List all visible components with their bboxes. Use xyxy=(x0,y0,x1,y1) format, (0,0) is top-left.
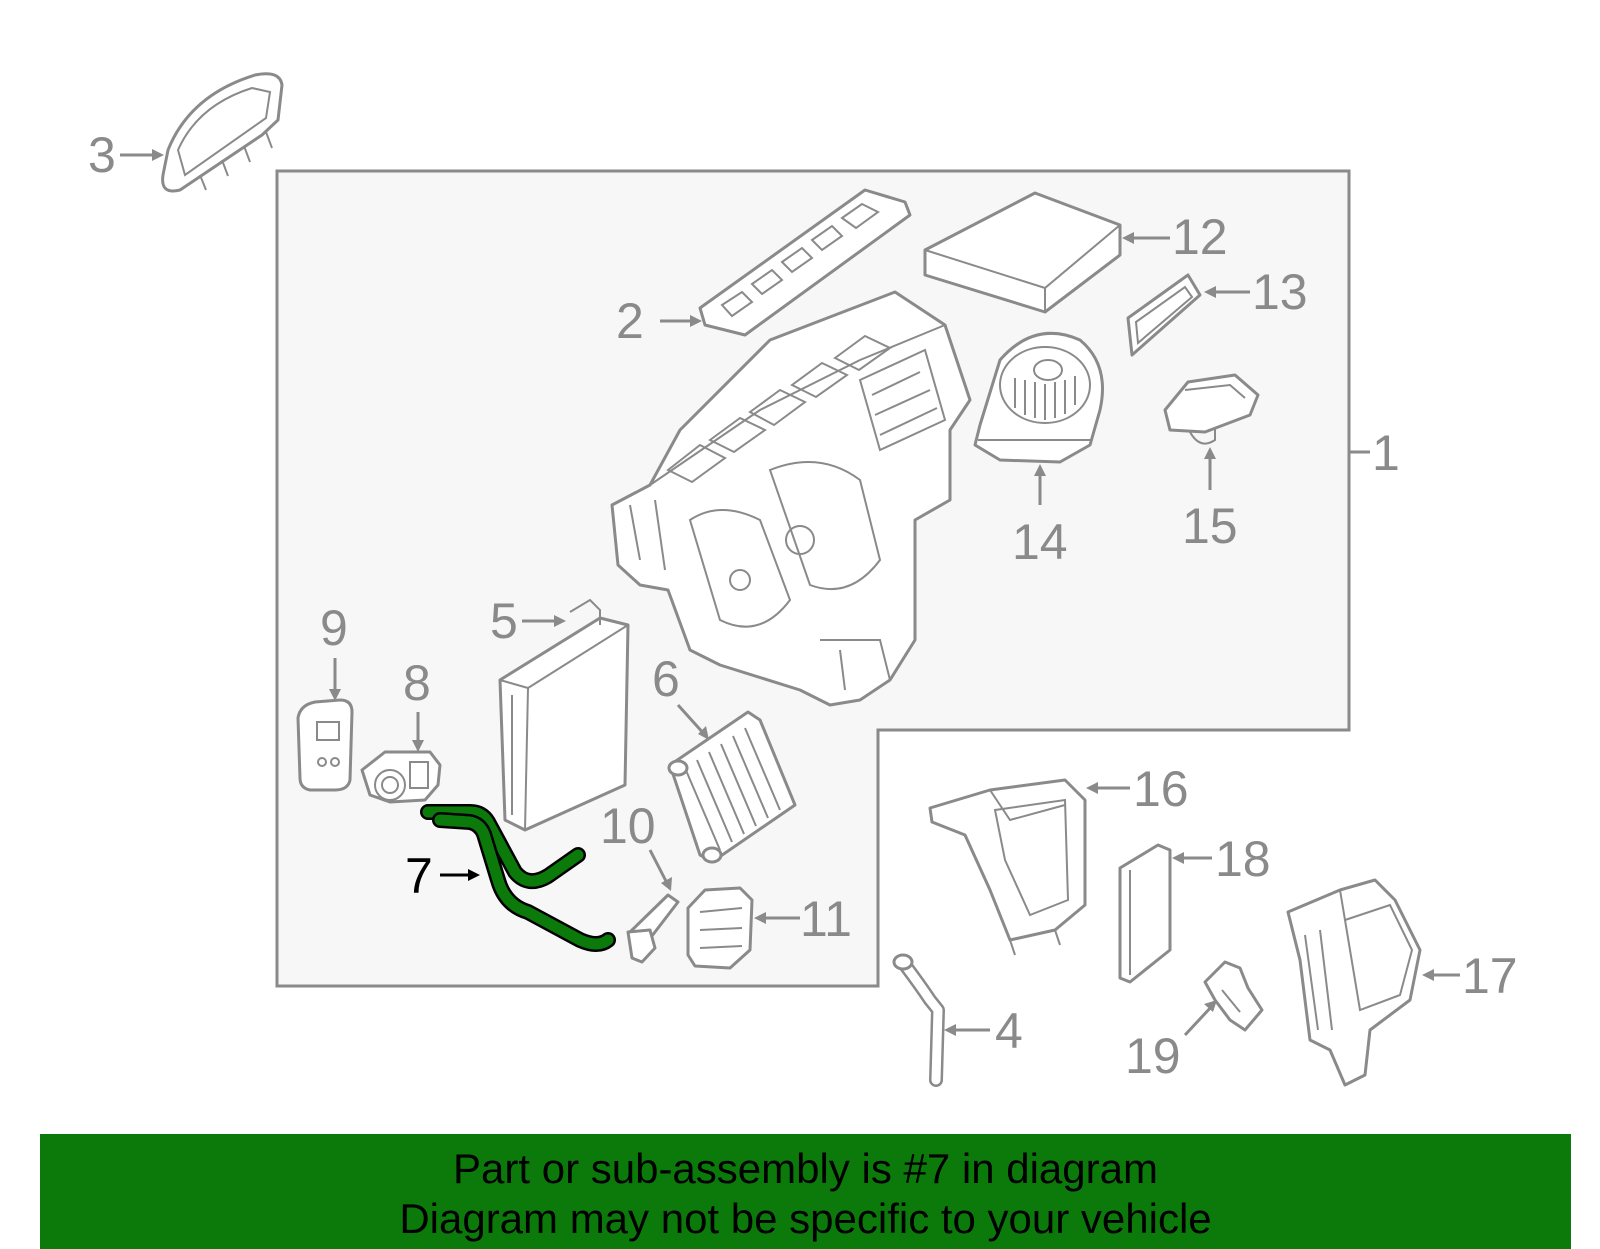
arrowhead-8 xyxy=(412,740,424,752)
callout-12: 12 xyxy=(1172,209,1228,265)
callout-3: 3 xyxy=(88,127,116,183)
leader-lines xyxy=(120,149,1460,1037)
banner-line-2: Diagram may not be specific to your vehi… xyxy=(399,1195,1212,1242)
part-15-module[interactable] xyxy=(1163,373,1260,445)
part-9-control-panel[interactable] xyxy=(296,698,354,792)
arrowhead-19 xyxy=(1204,1000,1217,1012)
arrowhead-17 xyxy=(1422,969,1434,981)
callout-17: 17 xyxy=(1462,948,1518,1004)
arrowhead-16 xyxy=(1086,782,1098,794)
leader-10 xyxy=(648,849,670,886)
callout-10: 10 xyxy=(600,798,656,854)
hvac-housing[interactable] xyxy=(610,290,972,707)
arrowhead-9 xyxy=(329,689,341,701)
part-13-gasket[interactable] xyxy=(1126,273,1202,357)
callout-8: 8 xyxy=(403,655,431,711)
callout-9: 9 xyxy=(320,600,348,656)
callout-labels: 3 2 12 13 1 14 15 9 8 5 6 7 10 11 16 18 … xyxy=(88,127,1518,1084)
arrowhead-13 xyxy=(1204,286,1216,298)
callout-2: 2 xyxy=(616,293,644,349)
callout-5: 5 xyxy=(490,593,518,649)
part-4-drain-tube[interactable] xyxy=(892,953,945,1087)
callout-4: 4 xyxy=(995,1003,1023,1059)
callout-11: 11 xyxy=(800,891,852,947)
callout-7: 7 xyxy=(405,848,433,904)
callout-15: 15 xyxy=(1182,498,1238,554)
banner-line-1: Part or sub-assembly is #7 in diagram xyxy=(453,1145,1158,1192)
callout-18: 18 xyxy=(1215,831,1271,887)
part-6-heater-core[interactable] xyxy=(667,710,797,864)
callout-19: 19 xyxy=(1125,1028,1181,1084)
part-2-duct-seal[interactable] xyxy=(698,188,912,337)
callout-1: 1 xyxy=(1372,425,1400,481)
part-5-evaporator[interactable] xyxy=(498,598,630,832)
part-14-blower-motor[interactable] xyxy=(973,331,1104,464)
part-19-sensor[interactable] xyxy=(1203,960,1264,1032)
part-18-filter[interactable] xyxy=(1118,843,1172,984)
arrowhead-5 xyxy=(554,615,566,627)
leader-19 xyxy=(1183,1003,1215,1037)
arrowhead-12 xyxy=(1122,232,1134,244)
arrowhead-11 xyxy=(754,912,766,924)
arrowhead-6 xyxy=(698,726,709,740)
callout-14: 14 xyxy=(1012,514,1068,570)
info-banner: Part or sub-assembly is #7 in diagram Di… xyxy=(40,1134,1571,1249)
part-7-heater-hoses[interactable] xyxy=(420,804,616,952)
callout-13: 13 xyxy=(1252,264,1308,320)
arrowhead-7 xyxy=(468,869,480,881)
part-8-actuator[interactable] xyxy=(360,750,442,804)
part-17-housing[interactable] xyxy=(1286,878,1422,1087)
arrowhead-14 xyxy=(1034,464,1046,476)
arrowhead-2 xyxy=(690,315,702,327)
leader-6 xyxy=(676,703,707,737)
part-12-filter[interactable] xyxy=(923,191,1122,314)
callout-6: 6 xyxy=(652,651,680,707)
part-16-housing[interactable] xyxy=(928,778,1087,956)
arrowhead-3 xyxy=(152,149,164,161)
arrowhead-10 xyxy=(661,877,672,891)
part-3-bezel[interactable] xyxy=(161,72,284,193)
arrowhead-15 xyxy=(1204,447,1216,459)
callout-16: 16 xyxy=(1133,761,1189,817)
part-11-actuator[interactable] xyxy=(686,886,754,970)
part-10-sensor[interactable] xyxy=(626,893,680,964)
arrowhead-4 xyxy=(944,1024,956,1036)
arrowhead-18 xyxy=(1172,852,1184,864)
